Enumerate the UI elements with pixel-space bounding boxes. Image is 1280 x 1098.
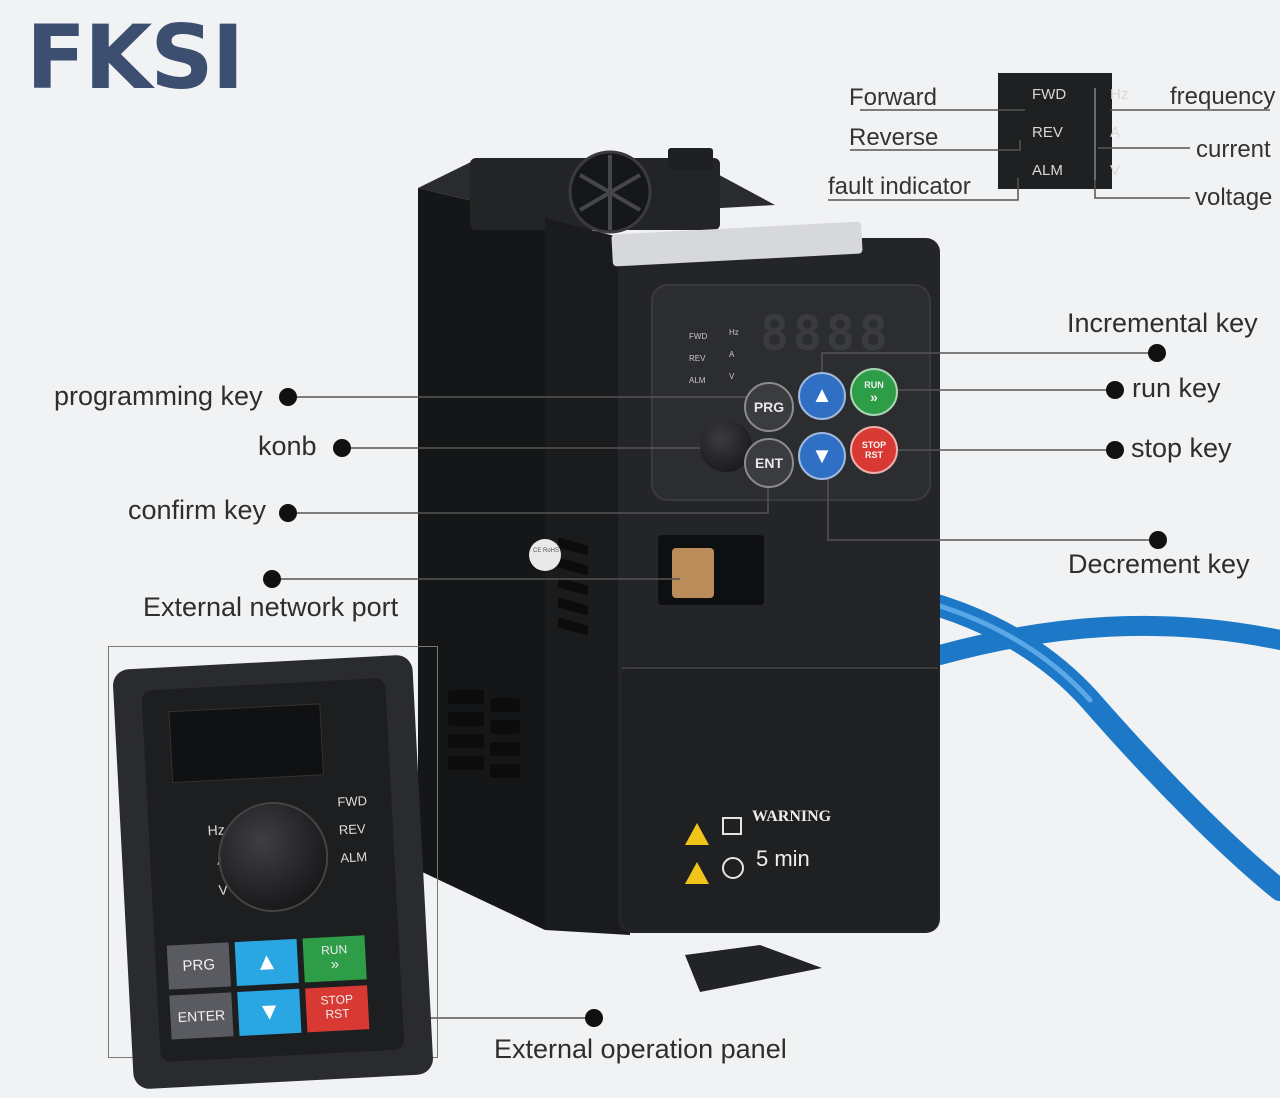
knob[interactable] [700,420,752,472]
label-incremental-key: Incremental key [1067,308,1258,338]
external-display [168,703,325,784]
down-arrow-icon: ▼ [811,443,833,468]
ext-prg-key[interactable]: PRG [166,942,231,990]
seven-segment-display: 8888 [760,306,892,362]
label-run-key: run key [1132,373,1221,403]
external-knob[interactable] [215,799,332,915]
led-hz: Hz [729,328,739,337]
rj45-plug [672,548,714,598]
side-sticker [529,539,561,571]
label-decrement-key: Decrement key [1068,549,1250,579]
label-programming-key: programming key [54,381,263,411]
led-alm: ALM [689,376,706,385]
label-current: current [1196,136,1271,163]
fan-blades [578,155,642,230]
ext-up-key[interactable]: ▲ [234,938,299,987]
label-stop-key: stop key [1131,433,1232,463]
side-sticker-text: CE RoHS [532,548,559,554]
led-fwd: FWD [689,332,708,341]
decrement-key[interactable]: ▼ [798,432,846,480]
prg-key[interactable]: PRG [744,382,794,432]
ext-up-arrow-icon: ▲ [254,947,280,977]
stop-key[interactable]: STOP RST [850,426,898,474]
external-panel-body: Hz A V FWD REV ALM PRG ENTER ▲ ▼ RUN » S… [112,654,434,1090]
ent-key[interactable]: ENT [744,438,794,488]
ext-ind-rev: REV [338,821,366,838]
code-v: V [1110,162,1121,179]
indicator-codes-left: FWD REV ALM [1032,86,1072,200]
external-panel-face: Hz A V FWD REV ALM PRG ENTER ▲ ▼ RUN » S… [141,677,405,1063]
run-key-arrows: » [870,389,878,405]
label-fault-indicator: fault indicator [828,173,971,200]
led-rev: REV [689,354,706,363]
ext-prg-label: PRG [182,956,216,975]
indicator-legend [998,73,1112,189]
detached-cover-piece [685,945,822,992]
lower-cover [622,665,938,930]
run-key-label: RUN [864,380,884,390]
code-hz: Hz [1110,86,1129,103]
top-label [611,221,863,267]
label-frequency: frequency [1170,83,1276,110]
prg-key-label: PRG [753,399,785,415]
device-mid-side [545,218,630,935]
lower-vents [448,690,520,778]
side-vents [558,537,588,636]
code-fwd: FWD [1032,86,1067,103]
code-a: A [1110,124,1121,141]
network-cable-branch [930,615,1280,665]
ext-rst-label: RST [325,1006,350,1022]
label-external-operation-panel: External operation panel [494,1034,787,1064]
led-v: V [729,372,735,381]
rst-key-label: RST [865,450,883,460]
label-knob: konb [258,431,317,461]
increment-key[interactable]: ▲ [798,372,846,420]
ext-stop-key[interactable]: STOP RST [305,985,370,1033]
label-confirm-key: confirm key [128,495,267,525]
ext-run-arrows: » [330,955,340,974]
label-external-network-port: External network port [143,592,399,622]
ext-enter-key[interactable]: ENTER [169,992,234,1040]
led-a: A [729,350,735,359]
brand-logo: FKSI [26,6,244,109]
ent-key-label: ENT [755,455,783,471]
warning-time: 5 min [756,846,810,871]
run-key[interactable]: RUN » [850,368,898,416]
status-leds-left: FWD REV ALM [689,326,707,392]
indicator-divider [1094,88,1096,180]
code-alm: ALM [1032,162,1063,179]
ext-down-arrow-icon: ▼ [256,997,282,1026]
label-forward: Forward [849,84,938,111]
code-rev: REV [1032,124,1063,141]
label-reverse: Reverse [849,124,939,151]
ext-down-key[interactable]: ▼ [237,988,302,1036]
warning-triangle-1 [685,823,709,845]
timer-icon [722,857,744,879]
label-voltage: voltage [1195,184,1273,211]
up-arrow-icon: ▲ [811,382,833,407]
external-indicators-right: FWD REV ALM [337,787,371,872]
ext-run-key[interactable]: RUN » [302,935,367,983]
ext-ind-fwd: FWD [337,792,368,810]
fan-tab [668,148,713,170]
indicator-codes-right: Hz A V [1110,86,1140,200]
manual-icon [722,817,742,835]
ext-ind-alm: ALM [339,849,368,866]
warning-triangle-2 [685,862,709,884]
status-leds-right: Hz A V [729,322,739,388]
stop-key-label: STOP [861,440,887,450]
warning-title: WARNING [752,808,832,825]
ext-enter-label: ENTER [177,1006,226,1026]
